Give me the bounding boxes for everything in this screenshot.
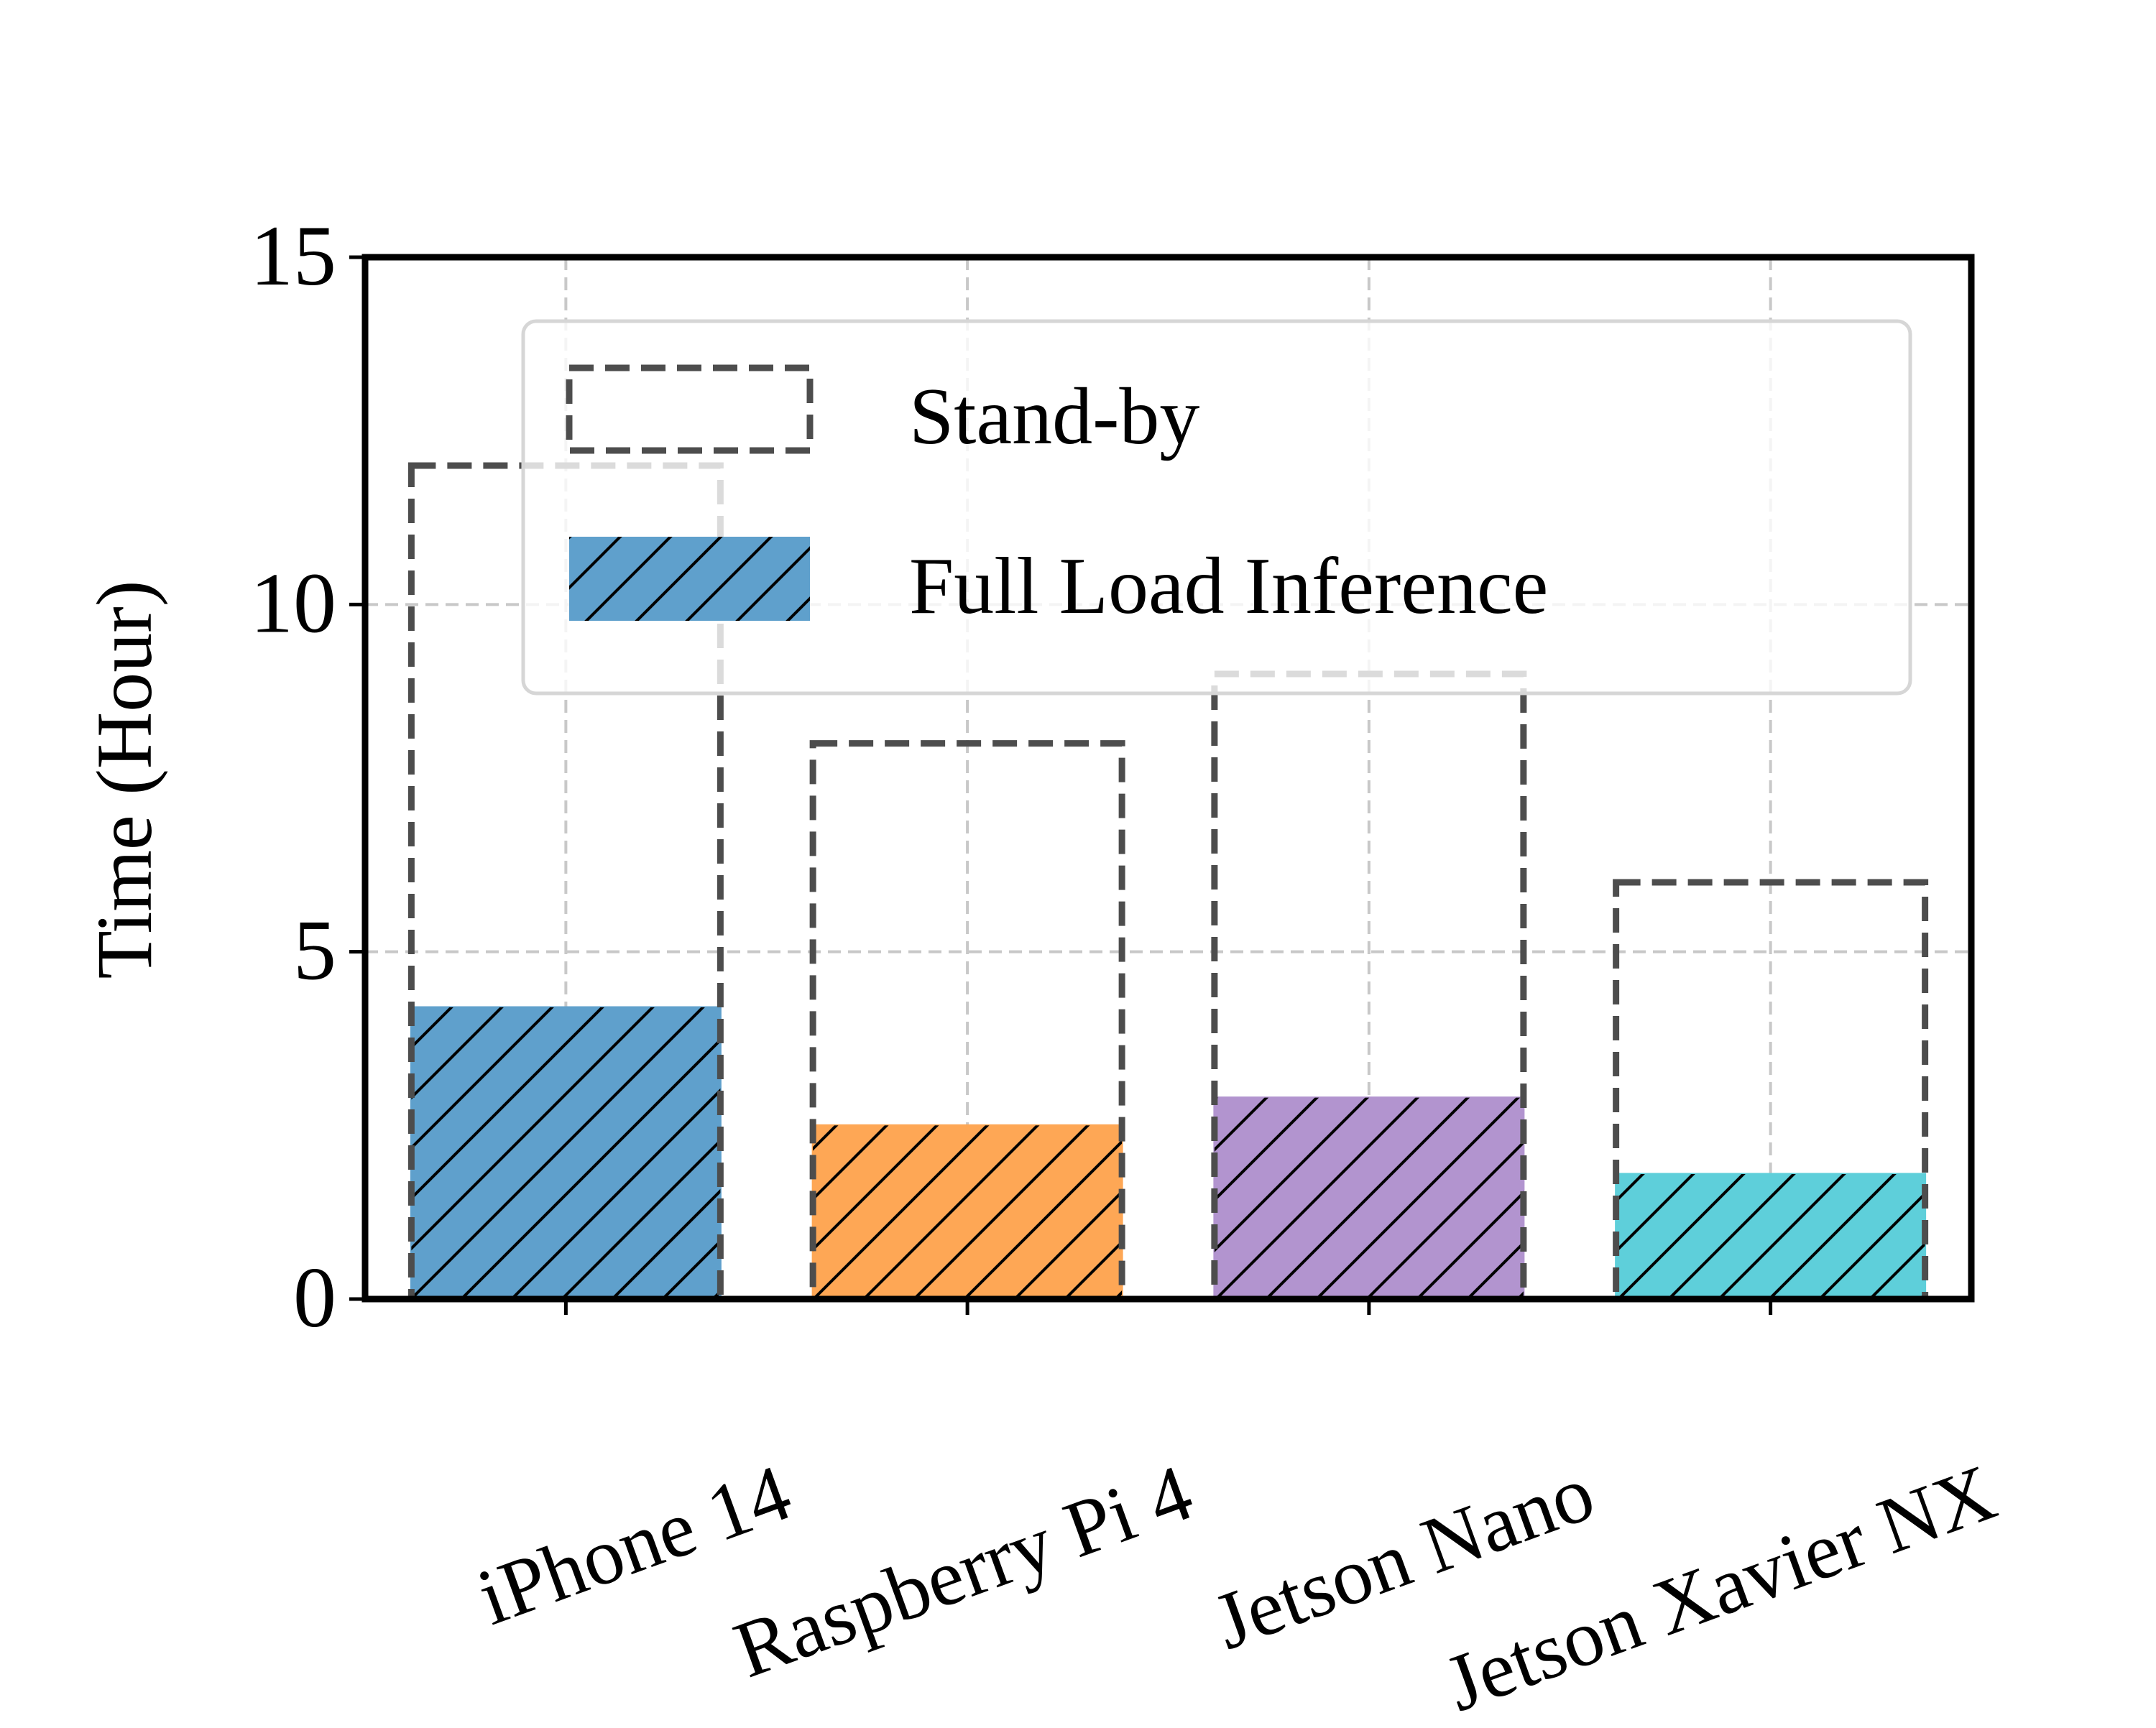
legend-frame xyxy=(521,319,1912,696)
legend-full-load-label: Full Load Inference xyxy=(909,542,1548,631)
legend-standby-label: Stand-by xyxy=(909,372,1199,461)
y-axis-label: Time (Hour) xyxy=(80,580,168,979)
full-load-bar-hatch xyxy=(1616,1174,1925,1299)
y-tick-label: 5 xyxy=(293,902,336,998)
plot-frame xyxy=(361,254,1975,1303)
full-load-bar-hatch xyxy=(1214,1097,1524,1299)
full-load-bar-hatch xyxy=(813,1125,1123,1299)
y-tick-label: 10 xyxy=(250,555,336,650)
y-tick-label: 0 xyxy=(293,1249,336,1345)
full-load-bar-hatch xyxy=(411,1007,721,1299)
y-tick-label: 15 xyxy=(250,208,336,303)
full-load-bars xyxy=(410,1006,1927,1300)
legend-standby-swatch xyxy=(566,364,814,454)
legend: Stand-by Full Load Inference xyxy=(521,319,1912,696)
x-tick-label: Raspberry Pi 4 xyxy=(724,1448,1204,1695)
legend-full-load-swatch xyxy=(569,537,810,621)
